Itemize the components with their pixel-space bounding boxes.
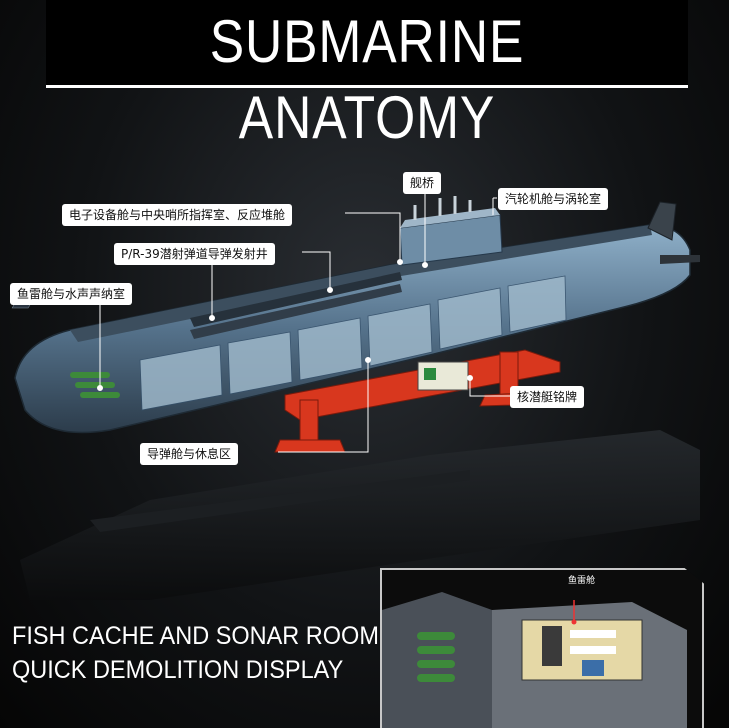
label-missile-silo: P/R-39潜射弹道导弹发射井 <box>114 243 275 265</box>
title-bar <box>46 0 688 88</box>
hatch-row <box>190 272 402 327</box>
caption-line-2: QUICK DEMOLITION DISPLAY <box>12 656 344 684</box>
periscopes <box>413 196 472 220</box>
inset-illustration <box>382 592 687 728</box>
label-electronics: 电子设备舱与中央哨所指挥室、反应堆舱 <box>62 204 293 226</box>
caption-line-1: FISH CACHE AND SONAR ROOM <box>12 622 379 650</box>
label-nameplate: 核潜艇铭牌 <box>510 386 585 408</box>
hatch-row-2 <box>190 284 402 339</box>
inset-detail-frame <box>380 568 704 728</box>
inset-label-torpedo: 鱼雷舱 <box>568 576 596 586</box>
tail-rudder <box>660 255 700 264</box>
label-missile-rest: 导弹舱与休息区 <box>140 443 239 465</box>
hull-reflection <box>20 430 700 600</box>
page-title: SUBMARINE ANATOMY <box>209 8 525 151</box>
label-torpedo-sonar: 鱼雷舱与水声声纳室 <box>10 283 133 305</box>
tail-fin <box>647 201 677 241</box>
compartments <box>139 275 567 411</box>
label-bridge: 舰桥 <box>403 172 442 194</box>
reflection-deck <box>90 470 470 532</box>
label-turbine: 汽轮机舱与涡轮室 <box>498 188 609 210</box>
